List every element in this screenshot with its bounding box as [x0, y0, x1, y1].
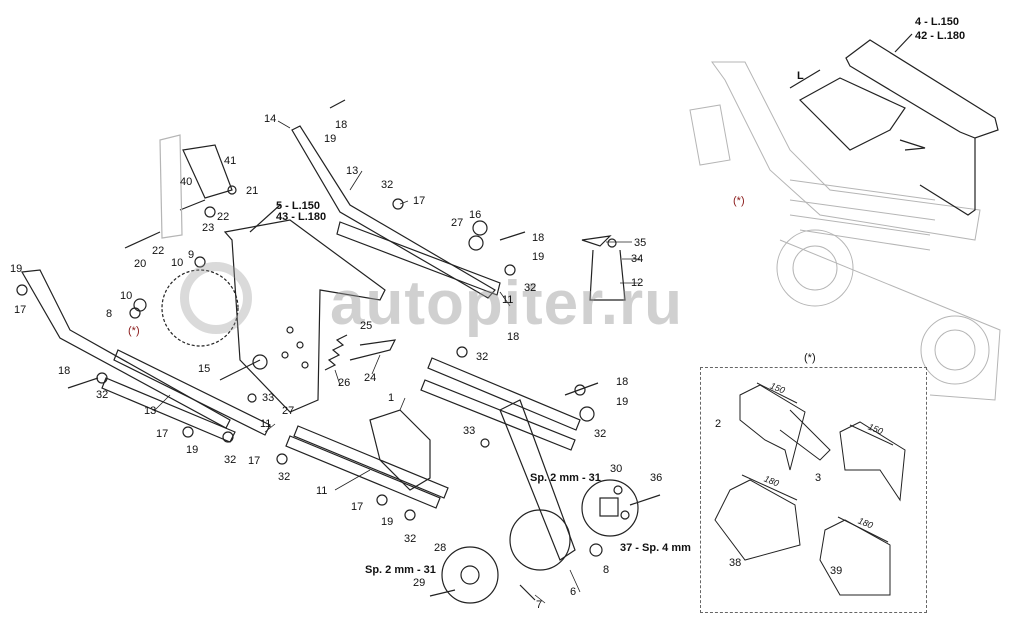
inset-part-39: 39 [830, 565, 843, 577]
callout: 32 [594, 428, 607, 440]
callout: 11 [316, 485, 328, 497]
inset-part-3: 3 [815, 472, 822, 484]
callout: 19 [10, 263, 23, 275]
callout: 19 [616, 396, 629, 408]
callout: 20 [134, 258, 147, 270]
callout: 40 [180, 176, 193, 188]
callout: 19 [186, 444, 199, 456]
detail-marker: (*) [733, 195, 745, 207]
callout: 1 [388, 392, 395, 404]
callout: 29 [413, 577, 426, 589]
callout: 18 [58, 365, 71, 377]
leader-lines [153, 120, 640, 604]
callout: 27 [282, 405, 295, 417]
callout: 18 [532, 232, 545, 244]
callout: 32 [278, 471, 291, 483]
callout: 41 [224, 155, 237, 167]
callout-4-l150: 4 - L.150 [915, 16, 960, 28]
callout: 19 [381, 516, 394, 528]
callout: 13 [144, 405, 157, 417]
bracket-4-42 [789, 33, 999, 216]
callout-43-l180: 43 - L.180 [276, 211, 327, 223]
callout: 34 [631, 253, 644, 265]
callout: 33 [463, 425, 476, 437]
callout: 15 [198, 363, 211, 375]
callout: 19 [324, 133, 337, 145]
inset-part-38: 38 [729, 557, 742, 569]
callout: 16 [469, 209, 482, 221]
inset-part-2: 2 [715, 418, 722, 430]
callout: 21 [246, 185, 259, 197]
callout: 10 [120, 290, 133, 302]
watermark-logo [180, 262, 252, 334]
callout: 22 [217, 211, 230, 223]
callout: 32 [476, 351, 489, 363]
inset-box [700, 367, 927, 613]
bar-11 [101, 221, 581, 509]
callout: 26 [338, 377, 351, 389]
callout: 7 [536, 599, 543, 611]
callout: 8 [106, 308, 113, 320]
callout: 18 [616, 376, 629, 388]
callout-spacer-31-left: Sp. 2 mm - 31 [365, 564, 436, 576]
callout: 17 [248, 455, 261, 467]
callout: 32 [404, 533, 417, 545]
callout: 25 [360, 320, 373, 332]
callout: 17 [14, 304, 27, 316]
callout: 28 [434, 542, 447, 554]
callout: 22 [152, 245, 165, 257]
detail-marker: (*) [128, 325, 140, 337]
callout: 23 [202, 222, 215, 234]
inset-marker: (*) [804, 352, 816, 364]
callout: 32 [96, 389, 109, 401]
callout: 19 [532, 251, 545, 263]
callout-spacer-37: 37 - Sp. 4 mm [620, 542, 691, 554]
callout: 17 [156, 428, 169, 440]
callout: 18 [507, 331, 520, 343]
callout-spacer-31-right: Sp. 2 mm - 31 [530, 472, 601, 484]
callout: 32 [224, 454, 237, 466]
ghost-assembly [689, 61, 1001, 401]
callout: 11 [260, 418, 272, 430]
callout: 13 [346, 165, 359, 177]
callout: 11 [502, 294, 514, 306]
callout: 17 [351, 501, 364, 513]
callout: 36 [650, 472, 663, 484]
watermark-text: autopiter.ru [330, 269, 684, 338]
callout-42-l180: 42 - L.180 [915, 30, 966, 42]
callout: 17 [413, 195, 426, 207]
callout: 33 [262, 392, 275, 404]
callout: 6 [570, 586, 577, 598]
callout: 9 [188, 249, 195, 261]
dimension-l: L [797, 70, 804, 82]
callout: 12 [631, 277, 644, 289]
spring-and-rods [159, 134, 626, 371]
callout: 32 [524, 282, 537, 294]
arm-13 [21, 125, 496, 429]
callout: 14 [264, 113, 277, 125]
callout: 32 [381, 179, 394, 191]
callout: 30 [610, 463, 623, 475]
callout: 18 [335, 119, 348, 131]
callout: 24 [364, 372, 377, 384]
callout-5-l150: 5 - L.150 [276, 200, 321, 212]
inset-brackets [714, 382, 906, 596]
callout: 27 [451, 217, 464, 229]
fasteners [16, 99, 661, 601]
callout: 35 [634, 237, 647, 249]
callout: 10 [171, 257, 184, 269]
callout: 8 [603, 564, 610, 576]
